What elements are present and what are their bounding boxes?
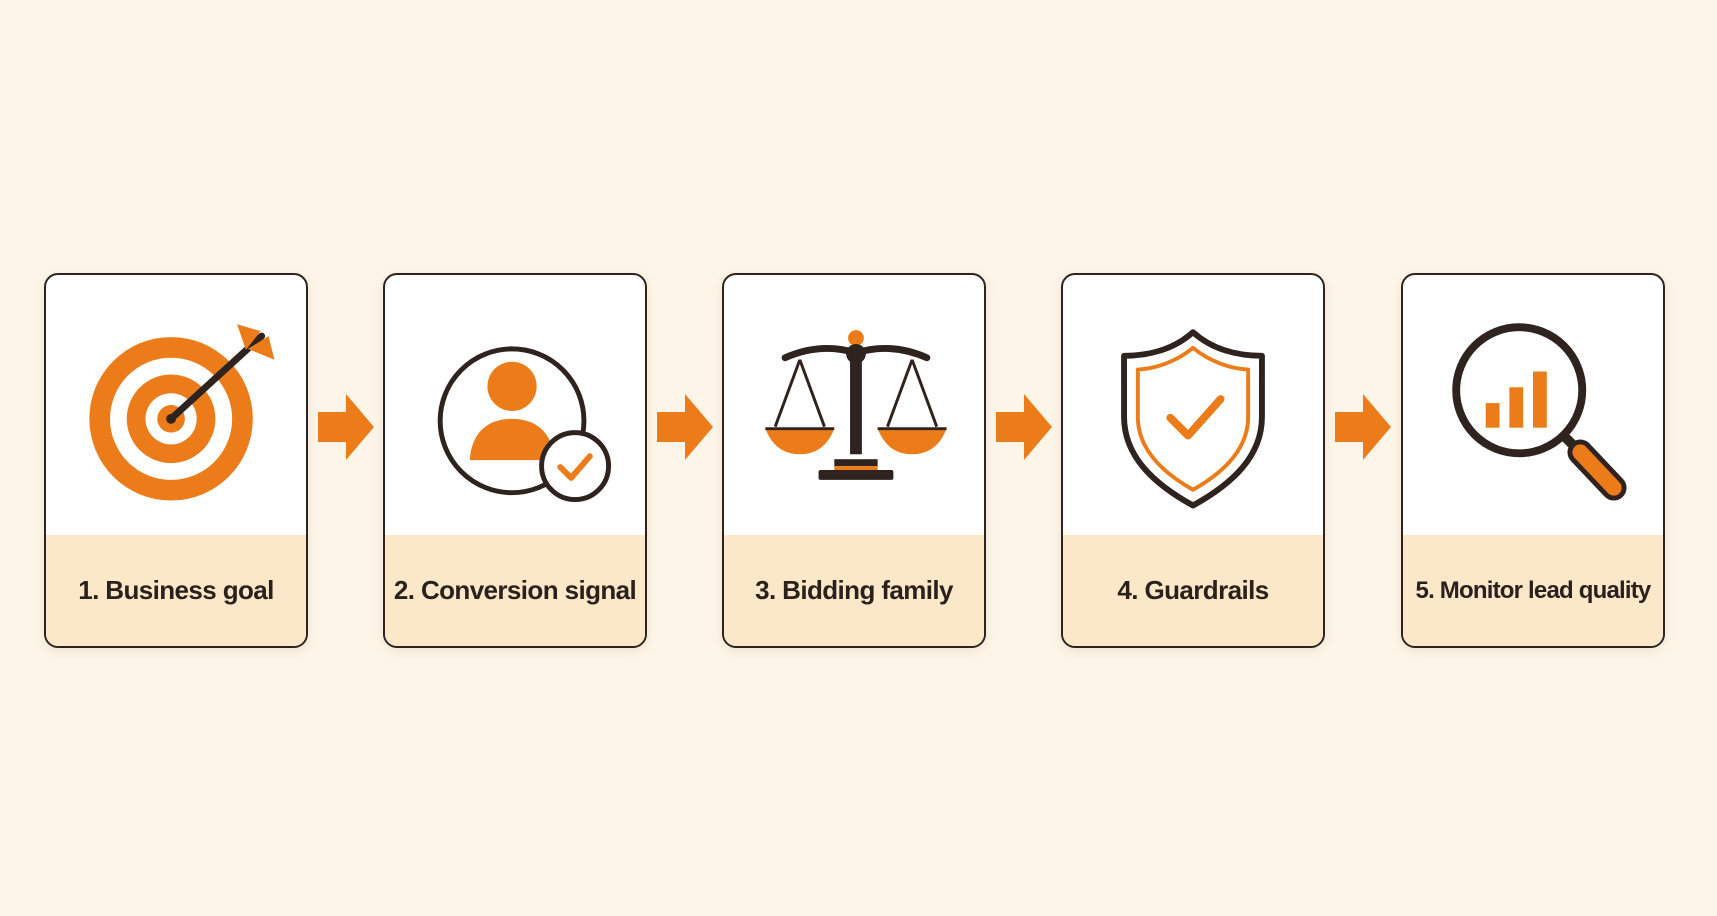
shield-check-icon — [1063, 275, 1323, 539]
step-footer: 1. Business goal — [46, 535, 306, 646]
step-label: 5. Monitor lead quality — [1415, 576, 1652, 604]
arrow-right-icon — [318, 394, 374, 460]
step-card-conversion-signal: 2. Conversion signal — [383, 273, 647, 648]
step-card-bidding-family: 3. Bidding family — [722, 273, 986, 648]
step-footer: 3. Bidding family — [724, 535, 984, 646]
step-footer: 5. Monitor lead quality — [1403, 535, 1663, 646]
arrow-right-icon — [996, 394, 1052, 460]
step-label: 3. Bidding family — [755, 575, 953, 605]
step-label: 2. Conversion signal — [393, 575, 637, 605]
target-icon — [46, 275, 306, 539]
step-footer: 2. Conversion signal — [385, 535, 645, 646]
step-card-monitor-lead-quality: 5. Monitor lead quality — [1401, 273, 1665, 648]
magnifier-chart-icon — [1403, 275, 1663, 539]
balance-scale-icon — [724, 275, 984, 539]
user-check-icon — [385, 275, 645, 539]
step-card-guardrails: 4. Guardrails — [1061, 273, 1325, 648]
arrow-right-icon — [657, 394, 713, 460]
step-card-business-goal: 1. Business goal — [44, 273, 308, 648]
step-footer: 4. Guardrails — [1063, 535, 1323, 646]
step-label: 4. Guardrails — [1117, 575, 1269, 605]
step-label: 1. Business goal — [78, 575, 274, 605]
arrow-right-icon — [1335, 394, 1391, 460]
